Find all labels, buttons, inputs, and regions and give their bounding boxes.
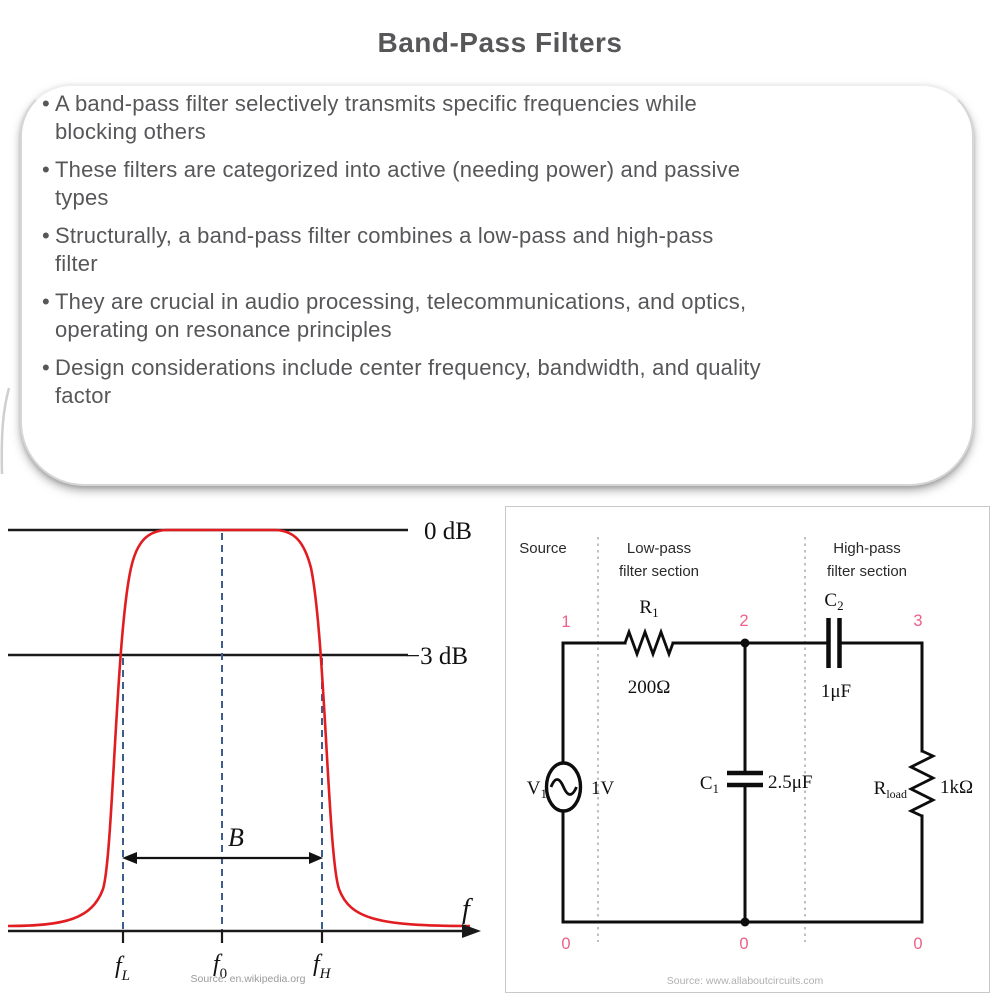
section-label-lowpass-2: filter section	[619, 563, 699, 580]
list-item: • These filters are categorized into act…	[42, 156, 946, 211]
resistor-r1-icon	[623, 627, 675, 659]
junction-dot	[740, 917, 750, 927]
bullet-list: • A band-pass filter selectively transmi…	[42, 90, 946, 409]
section-label-lowpass: Low-pass	[627, 540, 691, 557]
bandwidth-arrow	[122, 852, 323, 864]
list-item: • Design considerations include center f…	[42, 354, 946, 409]
bullet-text: A band-pass filter selectively transmits…	[55, 91, 697, 144]
section-labels: Source Low-pass filter section High-pass…	[519, 540, 907, 580]
bandpass-curve	[7, 528, 471, 928]
list-item: • Structurally, a band-pass filter combi…	[42, 222, 946, 277]
component-labels: R1 200Ω C2 1μF V1 1V C1 2.5μF Rload 1kΩ	[527, 590, 973, 801]
bullet-icon: •	[42, 91, 50, 116]
capacitor-c2-icon	[826, 618, 842, 668]
panel-border	[505, 506, 990, 993]
node-ground: 0	[913, 935, 922, 953]
bullet-text: Design considerations include center fre…	[55, 355, 761, 408]
f-center-label: f0	[213, 951, 227, 982]
list-item: • They are crucial in audio processing, …	[42, 288, 946, 343]
source-credit: Source: www.allaboutcircuits.com	[667, 975, 824, 987]
node-1: 1	[561, 613, 570, 631]
wires	[561, 641, 924, 924]
rload-label: Rload	[874, 778, 907, 801]
ac-source-v1-icon	[544, 761, 583, 813]
node-ground: 0	[739, 935, 748, 953]
source-credit: Source: en.wikipedia.org	[191, 973, 306, 985]
resistor-rload-icon	[907, 749, 937, 818]
v1-value: 1V	[591, 778, 615, 799]
section-dividers	[597, 537, 806, 942]
background-card-edge	[0, 387, 11, 475]
f-high-label: fH	[313, 951, 332, 982]
reference-lines	[8, 528, 408, 657]
zero-db-label: 0 dB	[424, 518, 472, 545]
arrowhead-left-icon	[122, 852, 137, 864]
bullet-icon: •	[42, 223, 50, 248]
v1-label: V1	[527, 778, 547, 801]
summary-card: • A band-pass filter selectively transmi…	[20, 84, 974, 486]
f-low-label: fL	[115, 953, 130, 984]
r1-value: 200Ω	[628, 677, 671, 698]
node-ground: 0	[561, 935, 570, 953]
arrowhead-right-icon	[309, 852, 323, 864]
rload-value: 1kΩ	[940, 777, 973, 798]
c2-label: C2	[824, 590, 843, 613]
bullet-text: They are crucial in audio processing, te…	[55, 289, 747, 342]
c2-value: 1μF	[821, 681, 851, 702]
c1-value: 2.5μF	[768, 772, 813, 793]
bullet-icon: •	[42, 289, 50, 314]
node-labels: 1 2 3 0 0 0	[561, 612, 922, 953]
capacitor-c1-icon	[727, 770, 763, 788]
circuit-diagram: Source Low-pass filter section High-pass…	[505, 506, 990, 993]
c1-label: C1	[700, 773, 719, 796]
section-label-source: Source	[519, 540, 567, 557]
section-label-highpass: High-pass	[833, 540, 901, 557]
cutoff-dashed-lines	[122, 533, 323, 931]
bullet-icon: •	[42, 355, 50, 380]
bullet-icon: •	[42, 157, 50, 182]
list-item: • A band-pass filter selectively transmi…	[42, 90, 946, 145]
r1-label: R1	[639, 597, 658, 620]
bullet-text: Structurally, a band-pass filter combine…	[55, 223, 714, 276]
page-title: Band-Pass Filters	[377, 27, 623, 58]
node-2: 2	[739, 612, 748, 630]
section-label-highpass-2: filter section	[827, 563, 907, 580]
node-3: 3	[913, 612, 922, 630]
sine-wave-icon	[549, 778, 578, 796]
frequency-response-diagram: 0 dB −3 dB B f fL f0 fH Source: en.wikip…	[7, 518, 481, 985]
frequency-axis	[8, 924, 481, 943]
freq-axis-label: f	[462, 894, 473, 925]
junction-dot	[740, 638, 750, 648]
bandwidth-label: B	[228, 823, 244, 852]
axis-arrowhead-icon	[462, 924, 481, 938]
bullet-text: These filters are categorized into activ…	[55, 157, 741, 210]
minus3-db-label: −3 dB	[406, 643, 468, 670]
